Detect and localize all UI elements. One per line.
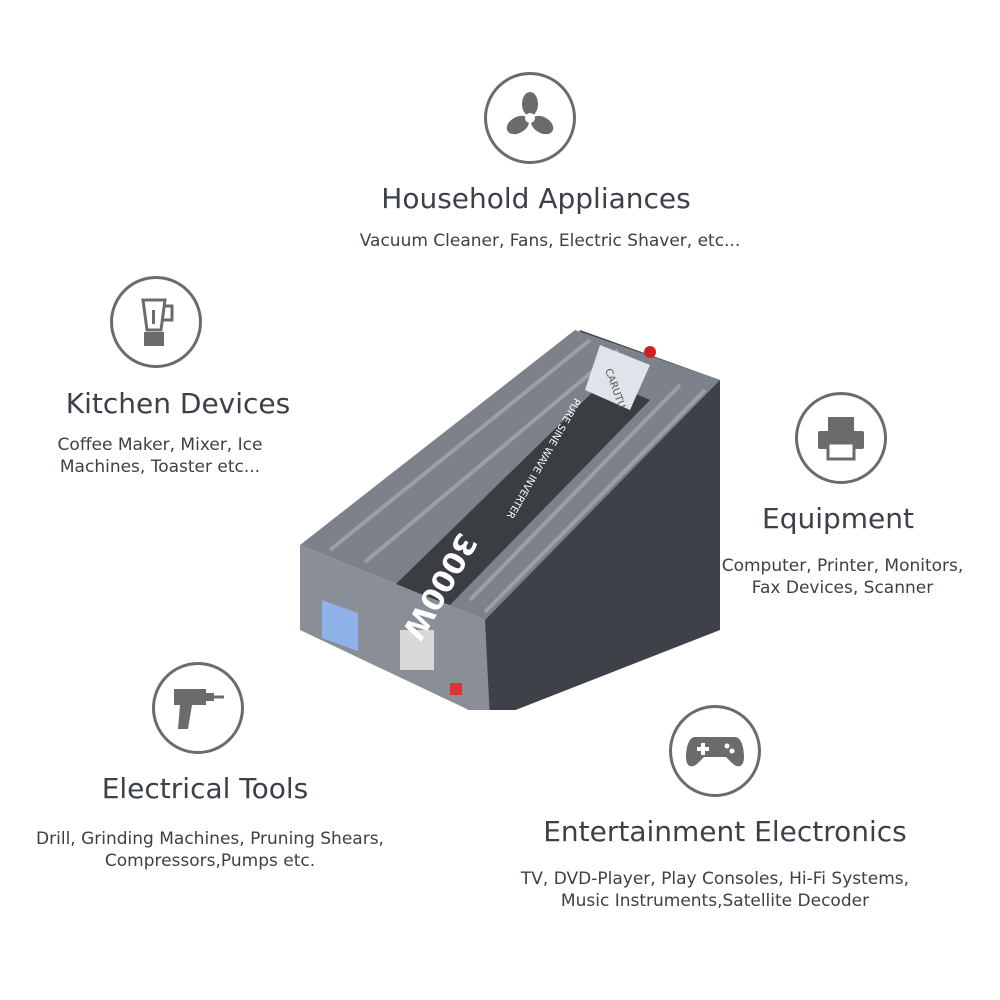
drill-icon xyxy=(174,689,224,729)
section-title: Household Appliances xyxy=(381,182,691,215)
section-desc: Computer, Printer, Monitors, Fax Devices… xyxy=(721,556,964,598)
fan-icon-circle xyxy=(484,72,576,164)
section-desc: Vacuum Cleaner, Fans, Electric Shaver, e… xyxy=(359,231,741,251)
section-title: Kitchen Devices xyxy=(65,387,291,420)
blender-icon xyxy=(141,298,174,346)
section-title: Electrical Tools xyxy=(101,772,309,805)
gamepad-icon-circle xyxy=(669,705,761,797)
section-desc: Drill, Grinding Machines, Pruning Shears… xyxy=(36,829,384,871)
section-desc: Coffee Maker, Mixer, Ice Machines, Toast… xyxy=(57,435,263,477)
section-title: Equipment xyxy=(762,502,914,535)
gamepad-icon xyxy=(686,737,744,767)
drill-icon-circle xyxy=(152,662,244,754)
printer-icon xyxy=(818,417,864,461)
section-title: Entertainment Electronics xyxy=(543,815,907,848)
blender-icon-circle xyxy=(110,276,202,368)
section-desc: TV, DVD-Player, Play Consoles, Hi-Fi Sys… xyxy=(520,869,910,911)
printer-icon-circle xyxy=(795,392,887,484)
fan-icon xyxy=(506,92,554,135)
inverter-product-image: CARUTU 3000W PURE SINE WAVE INVERTER xyxy=(300,330,720,720)
